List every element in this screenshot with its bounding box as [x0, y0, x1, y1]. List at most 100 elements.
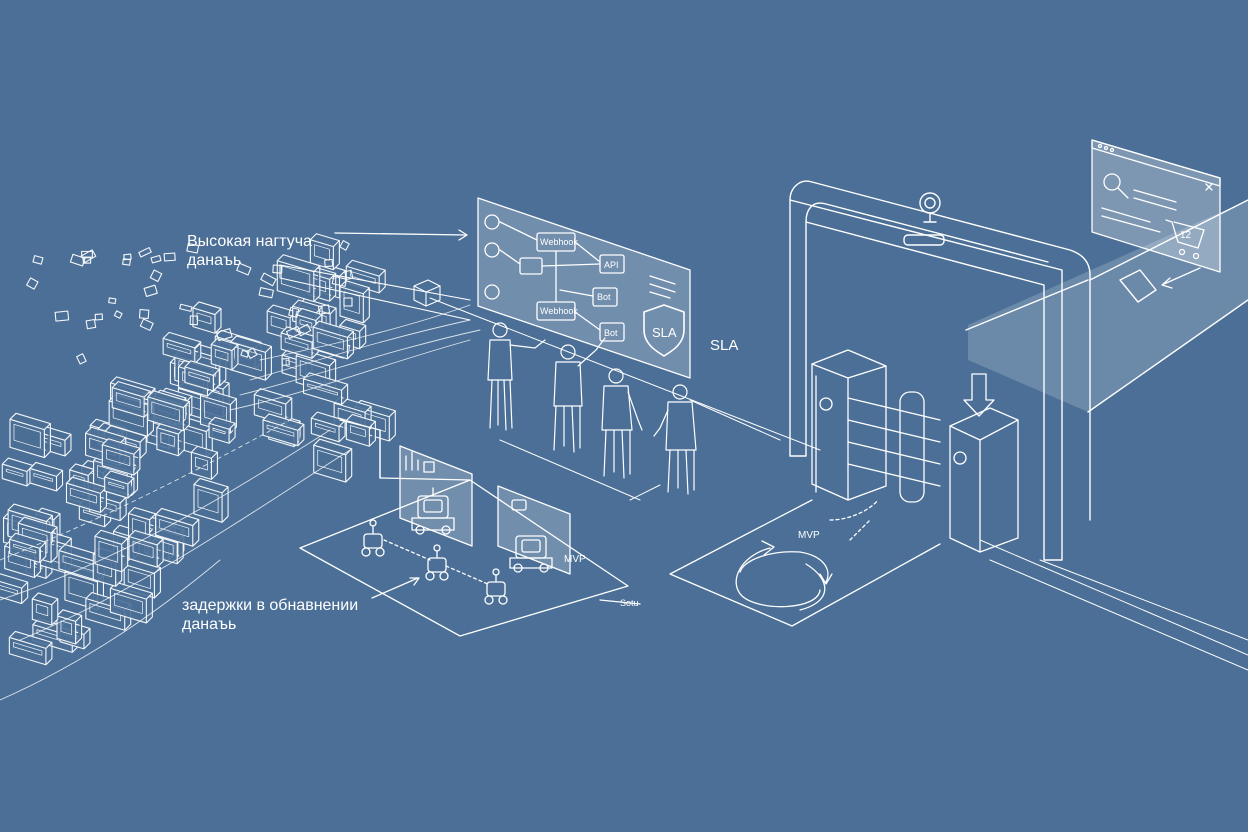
data-block	[104, 470, 135, 499]
data-fragment	[122, 258, 132, 266]
robot-icon	[411, 487, 455, 535]
dashboard-panel	[477, 197, 691, 379]
sla-label: SLA	[710, 337, 739, 354]
data-block	[29, 461, 64, 492]
dashboard-node-labels: Webhook API Bot Webhook Bot SLA 12 MVP M…	[540, 230, 1192, 608]
delay-line-2: данаъь	[182, 616, 237, 633]
data-fragment	[317, 304, 331, 315]
person-2	[553, 337, 606, 453]
data-block	[56, 609, 83, 645]
data-block	[339, 280, 370, 324]
data-block	[310, 411, 346, 443]
data-block	[312, 320, 354, 360]
node-label: Bot	[604, 328, 618, 338]
data-fragment	[339, 240, 350, 251]
data-block	[101, 438, 141, 476]
mvp-label-right: MVP	[798, 530, 820, 541]
data-block	[65, 476, 107, 514]
data-block	[192, 301, 222, 334]
data-fragment	[143, 284, 158, 298]
data-fragment	[94, 313, 104, 321]
high-load-line-2: данаъь	[187, 252, 242, 269]
data-block	[31, 592, 59, 626]
data-fragment	[189, 315, 199, 326]
mvp-platform	[299, 419, 641, 637]
data-fragment	[138, 309, 150, 320]
data-fragment	[324, 258, 334, 268]
data-fragment	[69, 253, 86, 267]
data-fragment	[281, 357, 290, 366]
data-fragment	[139, 318, 154, 331]
data-fragment	[215, 328, 233, 342]
data-block	[302, 372, 349, 406]
data-block	[155, 507, 200, 547]
data-block	[94, 529, 129, 573]
data-fragment	[163, 252, 176, 262]
turnstile-icon	[811, 349, 1019, 553]
data-fragment	[258, 287, 274, 299]
robot-icon	[361, 519, 385, 557]
people-group	[487, 322, 697, 495]
shield-label: SLA	[652, 325, 677, 340]
node-label: API	[604, 260, 619, 270]
data-fragment	[236, 262, 252, 276]
node-label: Webhook	[540, 237, 578, 247]
person-1	[487, 322, 546, 431]
data-fragment	[285, 326, 302, 339]
data-block	[208, 416, 236, 444]
data-fragment	[26, 277, 39, 290]
node-label: Webhook	[540, 306, 578, 316]
data-block	[162, 331, 202, 365]
search-icon	[1103, 173, 1129, 199]
data-fragment	[246, 347, 258, 359]
data-fragment	[260, 272, 277, 287]
data-fragment	[296, 323, 312, 337]
shield-icon	[643, 304, 685, 357]
arrow-head	[458, 229, 468, 241]
data-fragment	[85, 318, 97, 330]
data-block	[262, 413, 305, 447]
node-label: Bot	[597, 292, 611, 302]
data-fragment	[186, 242, 200, 254]
robot-icon	[484, 568, 508, 605]
high-load-label: Высокая нагтуча данаъь	[187, 232, 312, 270]
data-block	[9, 412, 51, 459]
data-block	[1, 457, 34, 487]
data-fragment	[80, 249, 97, 263]
data-block	[128, 529, 164, 568]
camera-icon	[919, 192, 941, 223]
mvp-label-left: MVP	[564, 554, 586, 565]
robot-icon	[509, 535, 553, 573]
floor-lines	[429, 297, 1248, 671]
conveyor-track	[279, 264, 471, 321]
data-fragment	[113, 310, 123, 319]
data-stream-lines	[0, 304, 481, 701]
data-fragment	[76, 353, 87, 365]
robot-icon	[425, 544, 449, 581]
data-block	[109, 581, 153, 624]
gate-arch	[789, 180, 1248, 561]
cart-badge: 12	[1180, 230, 1192, 241]
arrow-head	[409, 577, 420, 586]
data-block	[193, 477, 229, 523]
stream-label: Sotu	[620, 598, 639, 608]
data-fragment	[149, 269, 163, 283]
data-block	[190, 445, 218, 480]
data-fragment	[344, 269, 354, 281]
data-fragment	[179, 303, 193, 312]
data-fragment	[150, 254, 162, 264]
data-block	[184, 360, 220, 392]
data-fragment	[108, 297, 117, 305]
data-fragment	[272, 264, 283, 274]
person-3	[601, 368, 643, 479]
delay-label: задержки в обнавнении данаъь	[182, 596, 358, 634]
data-block	[210, 337, 239, 371]
data-fragment	[32, 255, 44, 265]
data-block	[345, 413, 376, 447]
delay-line-1: задержки в обнавнении	[182, 597, 359, 614]
data-fragment	[54, 310, 70, 322]
refresh-cycle-icon	[735, 547, 821, 608]
data-block	[147, 390, 190, 432]
